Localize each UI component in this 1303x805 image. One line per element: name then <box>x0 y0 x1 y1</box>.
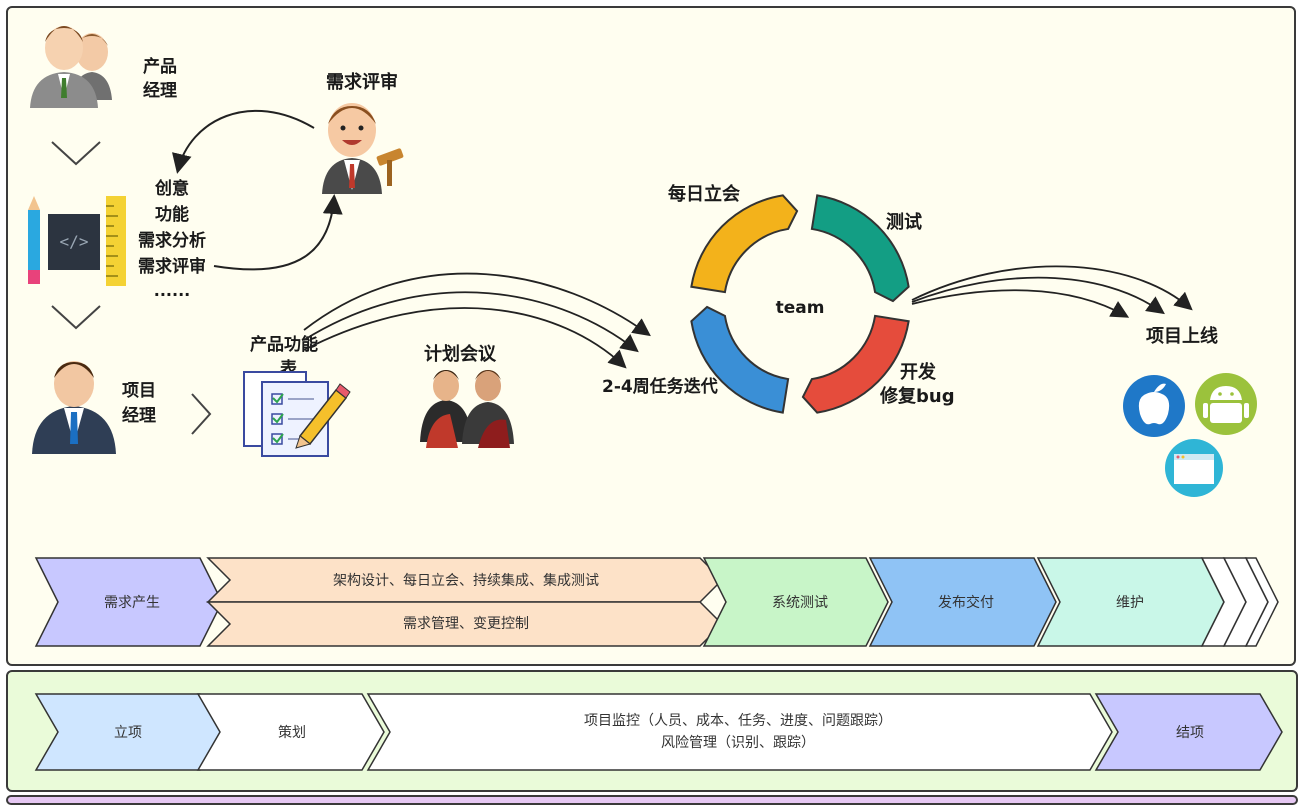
chevron-down-icon <box>51 141 101 166</box>
stage-plan-label: 策划 <box>278 724 306 741</box>
stage-release <box>868 557 1057 647</box>
cycle-segment-sprint <box>690 305 790 414</box>
cycle-develop-label-1: 开发 <box>900 361 937 383</box>
code-icon: </> <box>60 232 89 251</box>
stage-monitor <box>366 693 1113 771</box>
flow-arrow-to-sprint-2 <box>303 291 639 353</box>
sprint-label: 2-4周任务迭代 <box>602 376 718 397</box>
input-item-feature: 功能 <box>155 204 189 225</box>
input-item-review: 需求评审 <box>138 256 206 277</box>
team-cycle-wheel <box>690 194 910 414</box>
agile-process-panel <box>6 6 1296 666</box>
continuation-chevron <box>1244 557 1279 647</box>
checklist-icon <box>243 371 351 457</box>
product-manager-label-1: 产品 <box>143 56 177 77</box>
stage-system-test-label: 系统测试 <box>772 595 828 611</box>
stage-release-label: 发布交付 <box>938 594 994 611</box>
stage-maintain-label: 维护 <box>1116 595 1144 611</box>
judge-icon <box>322 103 404 194</box>
stage-requirement-label: 需求产生 <box>104 595 160 611</box>
release-label: 项目上线 <box>1146 325 1218 347</box>
chevron-right-icon <box>191 393 212 435</box>
requirement-review-label: 需求评审 <box>326 71 398 93</box>
flow-arrow-from-review <box>172 109 315 174</box>
meeting-people-icon <box>420 370 514 448</box>
stage-requirement <box>34 557 223 647</box>
plan-meeting-label: 计划会议 <box>424 343 497 365</box>
project-manager-label-2: 经理 <box>122 405 156 426</box>
project-manager-icon <box>32 361 116 454</box>
product-manager-label-2: 经理 <box>143 80 177 101</box>
flow-arrow-to-release-3 <box>911 289 1130 318</box>
stage-system-test <box>702 557 889 647</box>
stage-requirement-management-label: 需求管理、变更控制 <box>403 616 529 632</box>
apple-icon <box>1123 375 1185 437</box>
flow-arrow-to-sprint-1 <box>303 272 651 337</box>
web-browser-icon <box>1165 439 1223 497</box>
design-tools-icon: </> <box>28 196 126 286</box>
cycle-develop-label-2: 修复bug <box>879 385 955 407</box>
flow-arrow-to-review <box>213 194 343 271</box>
cycle-segment-test <box>810 194 910 303</box>
stage-monitor-label-1: 项目监控（人员、成本、任务、进度、问题跟踪） <box>584 713 892 729</box>
stage-close <box>1094 693 1283 771</box>
flow-arrow-to-release-1 <box>911 265 1193 311</box>
input-item-idea: 创意 <box>154 178 189 199</box>
stage-monitor-label-2: 风险管理（识别、跟踪） <box>661 735 815 751</box>
input-item-more: ...... <box>154 281 190 300</box>
cycle-center-label: team <box>776 298 825 318</box>
pm-flow-row: 立项 策划 项目监控（人员、成本、任务、进度、问题跟踪） 风险管理（识别、跟踪）… <box>34 693 1283 771</box>
stage-close-label: 结项 <box>1176 725 1204 741</box>
stage-architecture-label: 架构设计、每日立会、持续集成、集成测试 <box>333 572 599 589</box>
cycle-segment-develop <box>801 314 910 414</box>
flow-arrow-to-release-2 <box>911 276 1165 315</box>
input-item-analysis: 需求分析 <box>138 230 206 251</box>
flow-arrow-to-sprint-3 <box>303 307 627 369</box>
android-icon <box>1195 373 1257 435</box>
cycle-test-label: 测试 <box>886 211 922 233</box>
feature-list-label-1: 产品功能 <box>250 334 318 355</box>
stage-requirement-management <box>206 601 724 647</box>
dev-flow-row: 需求产生 架构设计、每日立会、持续集成、集成测试 需求管理、变更控制 系统测试 … <box>34 557 1279 647</box>
stage-plan <box>196 693 385 771</box>
chevron-down-icon <box>51 305 101 330</box>
stage-initiate-label: 立项 <box>114 725 142 741</box>
cycle-standup-label: 每日立会 <box>668 183 740 205</box>
project-manager-label-1: 项目 <box>122 381 156 401</box>
product-manager-icon <box>30 26 112 108</box>
cycle-segment-standup <box>690 194 799 294</box>
